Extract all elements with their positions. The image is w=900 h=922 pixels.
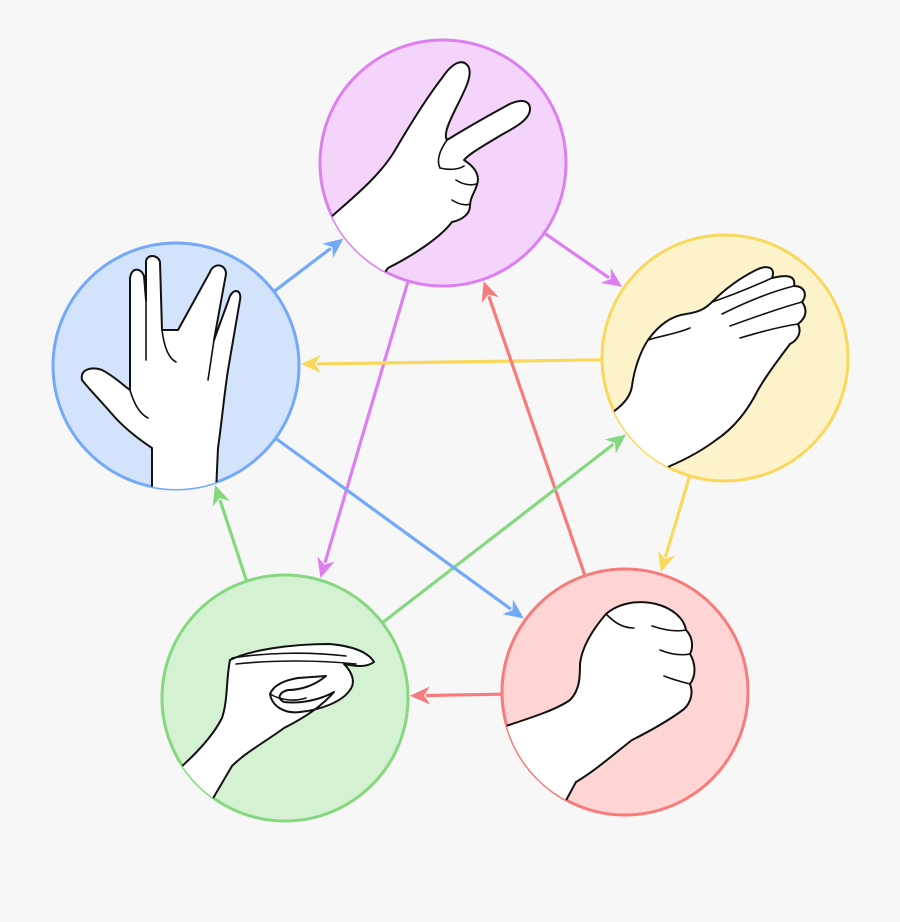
arrow-head (212, 484, 230, 507)
arrow-head (600, 268, 623, 287)
node-scissors (318, 38, 568, 288)
arrow-line (543, 231, 610, 280)
arrow-paper-to-rock (657, 475, 692, 573)
arrow-line (323, 280, 410, 564)
arrow-paper-to-spock (300, 354, 603, 373)
rock-hand-icon (502, 601, 696, 815)
spock-hand-icon (80, 255, 242, 489)
arrow-line (425, 692, 503, 698)
node-paper (600, 233, 850, 483)
arrow-line (487, 295, 587, 577)
arrow-rock-to-lizard (409, 686, 503, 705)
arrow-head (322, 238, 344, 258)
arrow-spock-to-scissors (272, 238, 344, 293)
arrow-head (604, 434, 627, 454)
paper-hand-icon (602, 266, 807, 481)
lizard-hand-icon (179, 643, 375, 801)
arrow-head (502, 599, 524, 619)
arrow-spock-to-rock (274, 436, 524, 619)
arrow-line (274, 436, 512, 611)
edges (212, 231, 692, 705)
arrow-line (381, 442, 615, 625)
arrow-head (317, 556, 335, 579)
arrow-lizard-to-paper (381, 434, 627, 625)
arrow-rock-to-scissors (481, 281, 587, 577)
node-rock (500, 567, 750, 817)
arrow-line (316, 358, 603, 366)
scissors-hand-icon (320, 61, 532, 286)
arrow-lizard-to-spock (212, 484, 249, 582)
arrow-head (300, 354, 322, 373)
arrow-scissors-to-lizard (317, 280, 410, 579)
node-spock (51, 241, 301, 491)
arrow-scissors-to-paper (543, 231, 623, 287)
node-lizard (160, 573, 410, 823)
arrow-line (272, 247, 332, 293)
arrow-line (218, 499, 249, 582)
arrow-head (481, 281, 499, 304)
arrow-head (657, 550, 676, 573)
arrow-head (409, 686, 431, 705)
arrow-line (663, 475, 692, 558)
